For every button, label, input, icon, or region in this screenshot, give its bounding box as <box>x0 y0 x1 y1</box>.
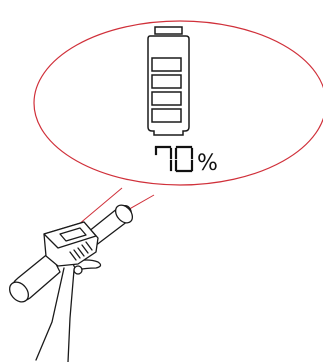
housing-ribs <box>69 241 93 261</box>
handlebar-grip-right-end <box>114 204 134 224</box>
lever-pivot <box>73 265 83 275</box>
battery-bar-3 <box>151 91 182 106</box>
digit-zero <box>174 145 194 173</box>
battery-bar-1 <box>151 57 182 72</box>
battery-percent-digits <box>154 145 194 173</box>
battery-icon <box>147 26 190 136</box>
battery-body <box>147 35 190 136</box>
display-screen <box>59 227 87 242</box>
battery-bar-4 <box>151 108 182 123</box>
handlebar-illustration <box>8 204 134 362</box>
battery-terminal <box>154 26 183 35</box>
handlebar-grip-left-end <box>8 281 30 303</box>
handlebar-stem <box>35 267 75 362</box>
digit-seven <box>154 145 173 172</box>
battery-bar-2 <box>151 74 182 89</box>
callout-ellipse <box>33 20 323 186</box>
battery-percent-sign: % <box>197 151 218 176</box>
